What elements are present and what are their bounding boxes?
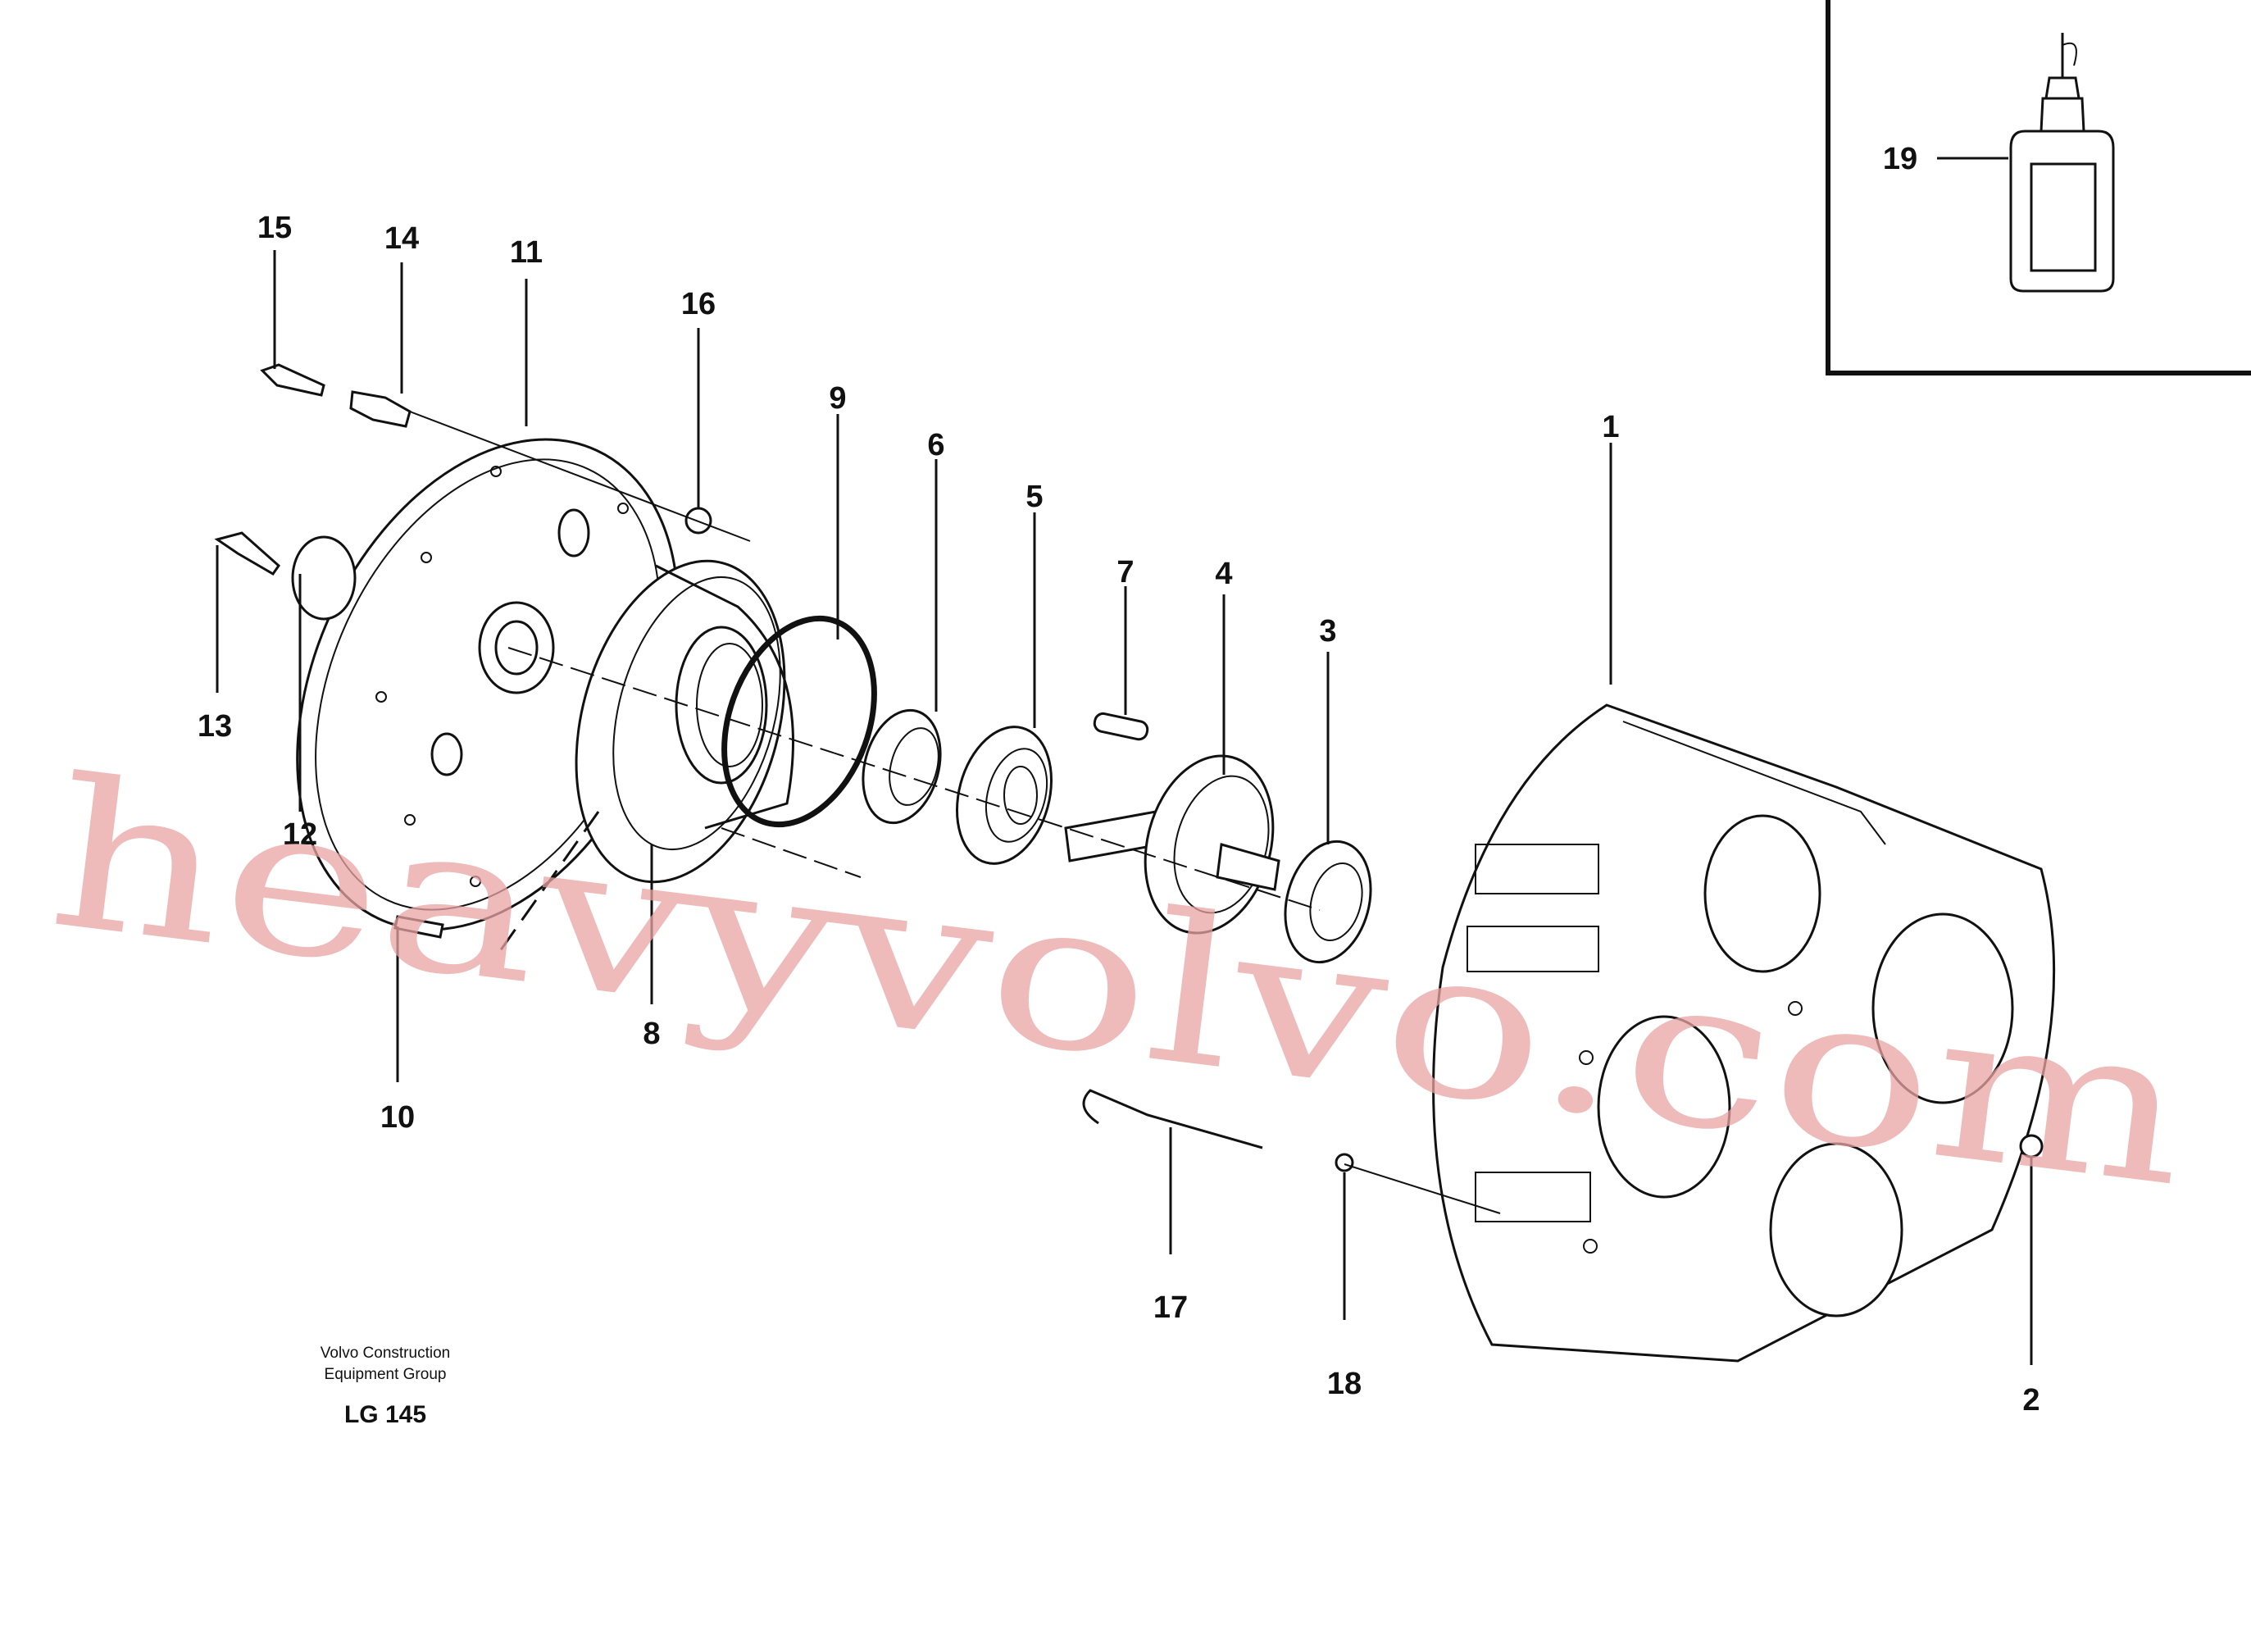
callout-2: 2 [2022, 1383, 2040, 1418]
caption: Volvo Construction Equipment Group LG 14… [321, 1345, 450, 1428]
bearing-housing [575, 559, 794, 884]
callout-8: 8 [643, 1017, 660, 1051]
assembly-lines [409, 411, 1501, 1214]
callout-15: 15 [257, 211, 292, 245]
callout-17: 17 [1153, 1290, 1188, 1325]
callout-12: 12 [283, 817, 317, 852]
ball-bearing-small [1284, 840, 1372, 964]
transmission-housing [1432, 703, 2056, 1363]
callout-labels: 1 2 3 4 5 6 7 8 9 10 11 12 13 14 15 16 1… [198, 142, 2040, 1418]
callout-11: 11 [510, 235, 543, 270]
callout-4: 4 [1215, 557, 1232, 591]
callout-3: 3 [1319, 614, 1336, 649]
inset-box [1826, 0, 2251, 375]
ball-bearing-large [955, 726, 1053, 865]
key [1093, 712, 1149, 741]
fasteners [214, 363, 2044, 1172]
seal-ring [862, 708, 942, 825]
callout-6: 6 [927, 428, 944, 462]
callout-7: 7 [1116, 555, 1134, 589]
gear-shaft [1064, 754, 1280, 935]
callout-19: 19 [1883, 142, 1917, 176]
callout-5: 5 [1025, 480, 1043, 514]
callout-13: 13 [198, 709, 232, 744]
caption-code: LG 145 [344, 1401, 426, 1428]
leader-lines [216, 250, 2033, 1365]
caption-company: Volvo Construction [321, 1345, 450, 1362]
o-ring [721, 615, 877, 828]
oil-bottle-icon [2009, 33, 2115, 293]
callout-10: 10 [380, 1100, 415, 1135]
callout-1: 1 [1602, 410, 1619, 444]
callout-16: 16 [681, 287, 716, 321]
callout-9: 9 [829, 381, 846, 416]
callout-18: 18 [1327, 1367, 1362, 1401]
caption-group: Equipment Group [325, 1366, 447, 1383]
callout-14: 14 [384, 221, 419, 256]
